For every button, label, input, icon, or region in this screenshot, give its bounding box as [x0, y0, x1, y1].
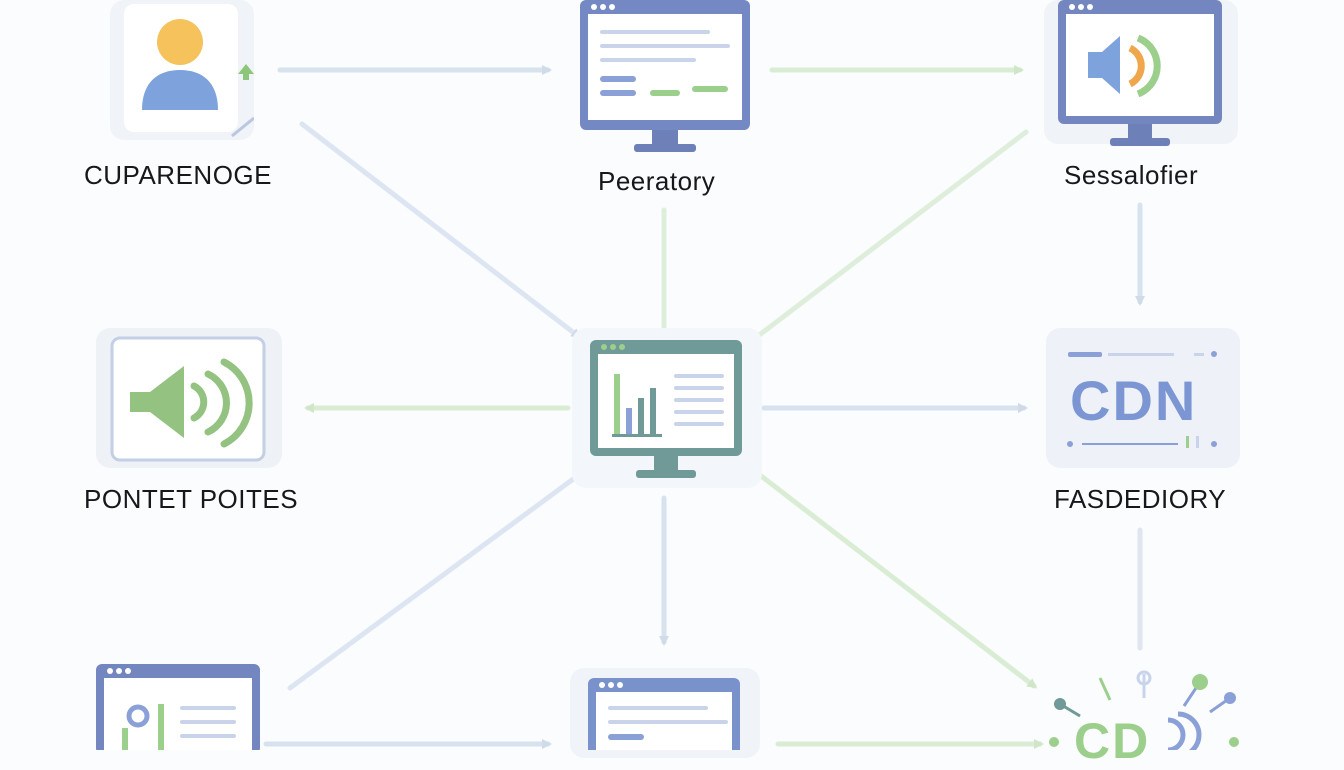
node-pontet-label: PONTET POITES	[84, 484, 299, 514]
monitor-document-icon	[588, 678, 740, 750]
network-hub-icon	[1049, 670, 1239, 750]
node-fasdediory[interactable]: CDN FASDEDIORY	[1040, 320, 1270, 520]
node-bottom-left[interactable]	[96, 660, 266, 750]
node-sessalofier-label: Sessalofier	[1064, 160, 1199, 190]
node-bottom-right[interactable]: CD	[1040, 660, 1260, 769]
node-customer-label: CUPARENOGE	[84, 160, 272, 190]
monitor-document-icon	[580, 0, 750, 152]
arrow-bottom-left-to-hub	[287, 471, 584, 691]
node-hub[interactable]	[572, 328, 762, 498]
monitor-dashboard-icon	[96, 664, 260, 750]
monitor-speaker-icon	[1058, 0, 1222, 146]
node-customer[interactable]: CUPARENOGE	[0, 0, 330, 200]
connector-layer	[263, 65, 1145, 749]
arrow-hub-to-bottom-right	[753, 469, 1038, 689]
node-pontet[interactable]: PONTET POITES	[80, 320, 340, 520]
user-icon	[124, 4, 254, 138]
cd-badge: CD	[1074, 713, 1151, 769]
node-fasdediory-label: FASDEDIORY	[1054, 484, 1227, 514]
cdn-badge: CDN	[1070, 369, 1198, 432]
node-sessalofier[interactable]: Sessalofier	[1040, 0, 1260, 200]
speaker-icon	[110, 336, 266, 462]
monitor-chart-icon	[590, 340, 742, 478]
cdn-panel-icon	[1067, 351, 1217, 448]
node-bottom-center[interactable]	[570, 668, 760, 758]
node-peeratory-label: Peeratory	[598, 166, 716, 196]
arrow-customer-to-hub	[299, 121, 582, 339]
node-peeratory[interactable]: Peeratory	[560, 0, 780, 210]
line-sessalofier-to-hub	[755, 129, 1029, 339]
